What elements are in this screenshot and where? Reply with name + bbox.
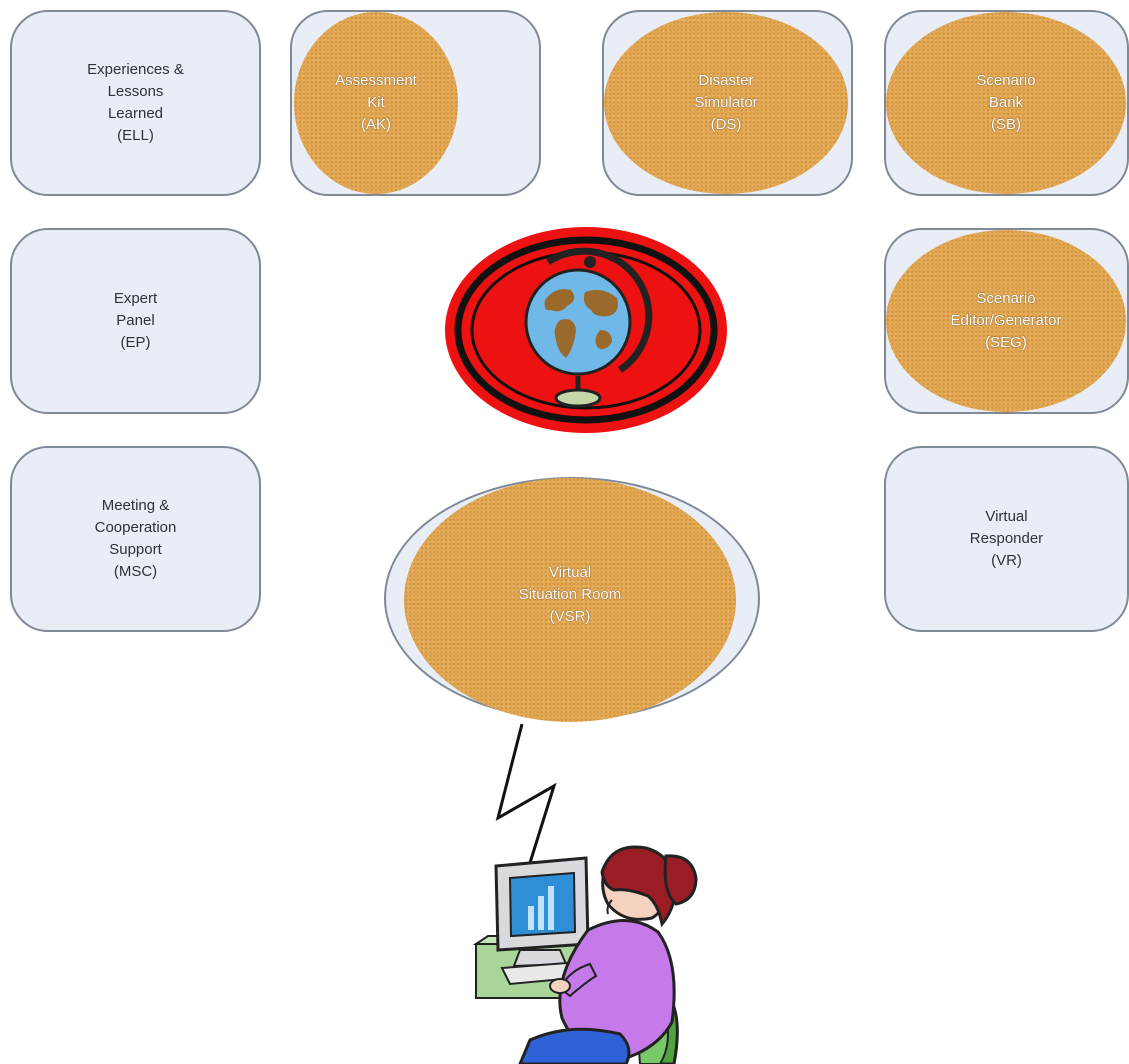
module-vsr-highlight: Virtual Situation Room (VSR) — [404, 478, 736, 722]
module-sb-label: Scenario Bank (SB) — [976, 72, 1036, 133]
module-vr: Virtual Responder (VR) — [884, 446, 1129, 632]
module-msc-label: Meeting & Cooperation Support (MSC) — [94, 497, 177, 580]
module-ep: Expert Panel (EP) — [10, 228, 261, 414]
module-ak-label: Assessment Kit (AK) — [335, 72, 417, 133]
module-ell-label: Experiences & Lessons Learned (ELL) — [87, 61, 184, 144]
module-sb-highlight: Scenario Bank (SB) — [886, 12, 1126, 194]
module-ds: Disaster Simulator (DS) — [602, 10, 853, 196]
module-vsr-label: Virtual Situation Room (VSR) — [518, 564, 622, 625]
module-ak: Assessment Kit (AK) — [290, 10, 541, 196]
module-ell: Experiences & Lessons Learned (ELL) — [10, 10, 261, 196]
module-msc: Meeting & Cooperation Support (MSC) — [10, 446, 261, 632]
module-vr-label: Virtual Responder (VR) — [969, 508, 1044, 569]
module-seg-label: Scenario Editor/Generator (SEG) — [950, 290, 1062, 351]
module-ds-label: Disaster Simulator (DS) — [694, 72, 758, 133]
module-sb: Scenario Bank (SB) — [884, 10, 1129, 196]
module-seg-highlight: Scenario Editor/Generator (SEG) — [886, 230, 1126, 412]
module-ep-label: Expert Panel (EP) — [113, 290, 158, 351]
module-ak-highlight: Assessment Kit (AK) — [294, 12, 458, 194]
module-ds-highlight: Disaster Simulator (DS) — [604, 12, 848, 194]
module-seg: Scenario Editor/Generator (SEG) — [884, 228, 1129, 414]
